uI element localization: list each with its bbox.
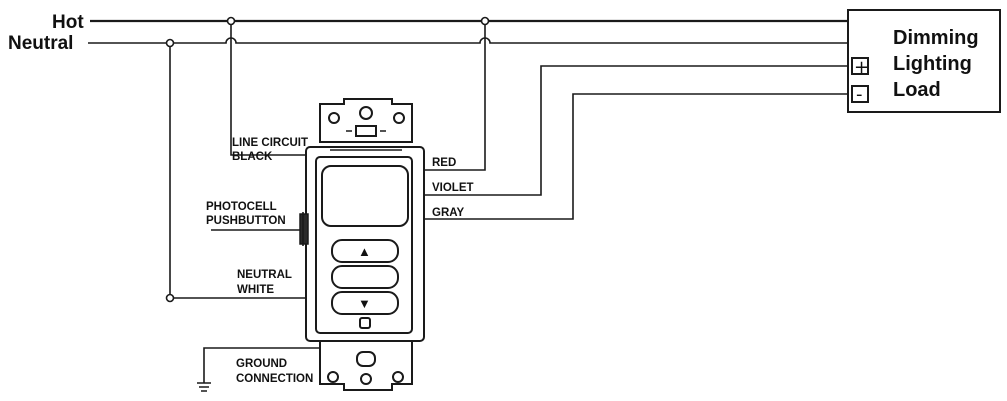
violet-wire — [424, 65, 848, 196]
dim-up-symbol: ▲ — [358, 244, 371, 259]
line-circuit-label: LINE CIRCUIT — [232, 137, 308, 149]
hot-label: Hot — [52, 12, 84, 33]
strap-screw-bottom-left — [327, 371, 339, 383]
dim-up-button — [331, 239, 399, 263]
on-off-button — [331, 265, 399, 289]
load-label-line2: Lighting — [893, 53, 972, 75]
photocell-pushbutton — [299, 213, 309, 245]
sensor-lens — [321, 165, 409, 227]
red-wire — [424, 21, 486, 171]
strap-screw-bottom-right — [392, 371, 404, 383]
red-wire-label: RED — [432, 157, 456, 169]
wall-switch-device: ▲ ▼ — [299, 98, 425, 391]
strap-slot-bottom — [356, 351, 376, 367]
junction-hot-red — [480, 16, 490, 26]
junction-neutral — [165, 38, 175, 48]
load-label-line1: Dimming — [893, 27, 979, 49]
gray-wire-label: GRAY — [432, 207, 464, 219]
connection-label: CONNECTION — [236, 373, 313, 385]
ground-label: GROUND — [236, 358, 287, 370]
strap-screw-bottom-center — [360, 373, 372, 385]
violet-wire-label: VIOLET — [432, 182, 474, 194]
neutral-white-wire — [169, 43, 306, 299]
line-circuit-wire — [230, 21, 306, 156]
neutral-label: Neutral — [8, 33, 73, 54]
strap-screw-top-right — [393, 112, 405, 124]
white-wire-label: WHITE — [237, 284, 274, 296]
strap-slot-top — [355, 125, 377, 137]
photocell-label: PHOTOCELL — [206, 201, 277, 213]
gray-wire — [424, 93, 848, 220]
pushbutton-label: PUSHBUTTON — [206, 215, 286, 227]
neutral-wire-label: NEUTRAL — [237, 269, 292, 281]
plus-terminal-symbol: + — [854, 57, 869, 78]
strap-screw-top-center — [359, 106, 373, 120]
junction-hot-line — [226, 16, 236, 26]
minus-terminal-symbol: - — [856, 84, 863, 105]
status-led — [359, 317, 371, 329]
strap-screw-top-left — [328, 112, 340, 124]
junction-neutral-white — [165, 293, 175, 303]
mounting-strap-top — [319, 98, 413, 143]
dim-down-button — [331, 291, 399, 315]
dim-down-symbol: ▼ — [358, 296, 371, 311]
neutral-wire — [88, 37, 848, 44]
minus-terminal — [851, 85, 869, 103]
dimming-lighting-load: Dimming Lighting Load + - — [847, 9, 1001, 113]
plus-terminal — [851, 57, 869, 75]
load-label-line3: Load — [893, 79, 941, 101]
line-black-label: BLACK — [232, 151, 273, 163]
